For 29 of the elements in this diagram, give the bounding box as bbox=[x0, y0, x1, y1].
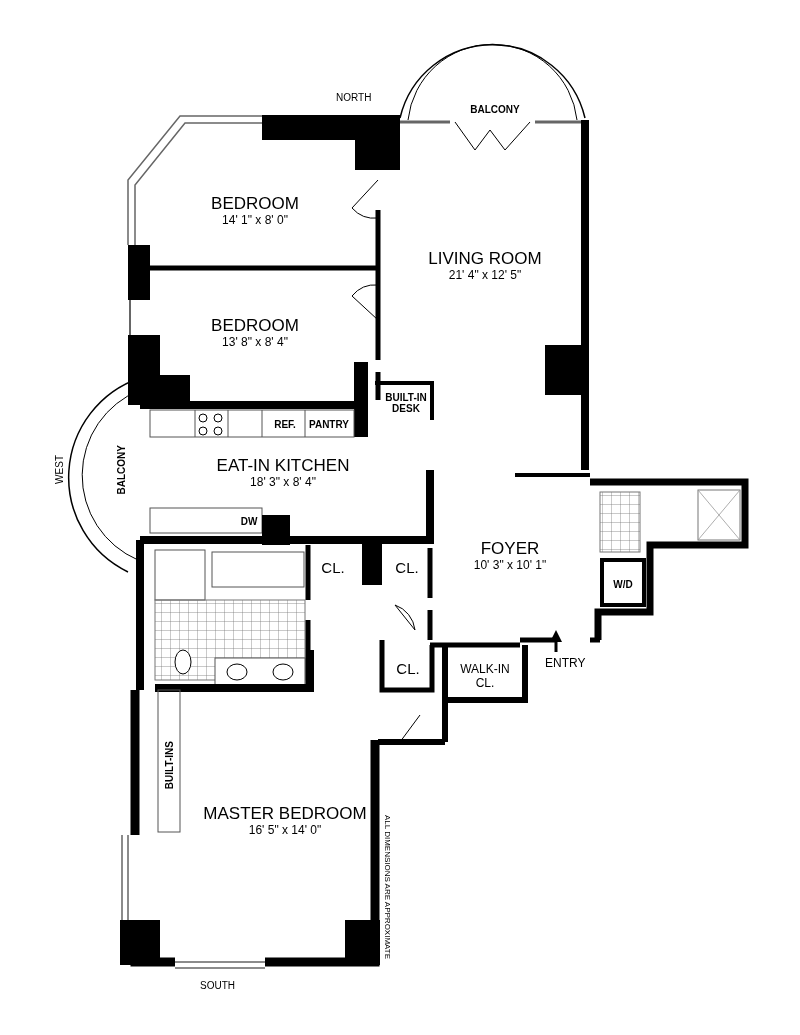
compass-label: SOUTH bbox=[200, 980, 235, 991]
room-name: LIVING ROOM bbox=[428, 248, 542, 268]
room-name: FOYER bbox=[480, 538, 540, 558]
room-name: MASTER BEDROOM bbox=[203, 803, 367, 823]
compass-label: NORTH bbox=[336, 92, 372, 103]
room-name: EAT-IN KITCHEN bbox=[216, 455, 350, 475]
closet-label: WALK-IN CL. bbox=[459, 662, 511, 690]
fixture-label: W/D bbox=[613, 578, 633, 590]
fixture-label: DW bbox=[240, 515, 258, 527]
fixture-label: BUILT-IN DESK bbox=[384, 392, 428, 414]
compass-label: WEST bbox=[54, 455, 65, 484]
balcony-label: BALCONY bbox=[470, 103, 520, 115]
closet-label: CL. bbox=[396, 659, 420, 677]
room-name: BEDROOM bbox=[211, 193, 299, 213]
note: ALL DIMENSIONS ARE APPROXIMATE bbox=[383, 815, 392, 960]
room-dimensions: 16' 5" x 14' 0" bbox=[248, 822, 322, 837]
balcony-label: BALCONY bbox=[115, 445, 127, 495]
room-dimensions: 18' 3" x 8' 4" bbox=[250, 474, 316, 489]
room-dimensions: 10' 3" x 10' 1" bbox=[473, 557, 547, 572]
fixture-label: PANTRY bbox=[309, 419, 349, 430]
fixture-label: REF. bbox=[274, 419, 296, 430]
closet-label: CL. bbox=[395, 558, 419, 576]
entry-label: ENTRY bbox=[545, 656, 586, 670]
fixture-label: BUILT-INS bbox=[163, 740, 175, 790]
room-dimensions: 13' 8" x 8' 4" bbox=[222, 335, 288, 349]
room-name: BEDROOM bbox=[211, 316, 299, 335]
closet-label: CL. bbox=[321, 558, 345, 576]
room-dimensions: 21' 4" x 12' 5" bbox=[448, 267, 522, 282]
room-dimensions: 14' 1" x 8' 0" bbox=[222, 212, 288, 227]
